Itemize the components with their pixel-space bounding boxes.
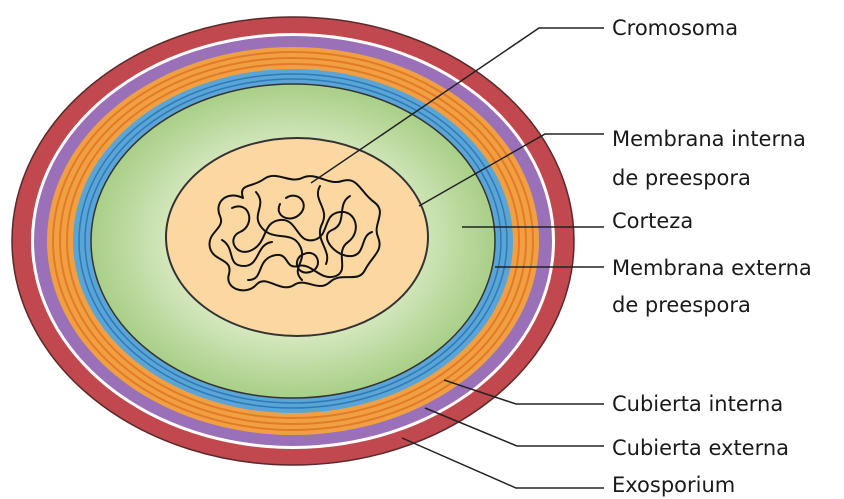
label-corteza: Corteza [612, 208, 693, 234]
label-membrana-interna-line1: Membrana interna [612, 126, 806, 152]
label-cubierta-externa: Cubierta externa [612, 435, 789, 461]
label-membrana-interna-line2: de preespora [612, 165, 751, 191]
label-cubierta-interna: Cubierta interna [612, 391, 783, 417]
core-layer [166, 138, 428, 336]
label-cromosoma: Cromosoma [612, 15, 738, 41]
label-exosporium: Exosporium [612, 472, 735, 498]
label-membrana-externa-line2: de preespora [612, 292, 751, 318]
label-membrana-externa-line1: Membrana externa [612, 255, 812, 281]
